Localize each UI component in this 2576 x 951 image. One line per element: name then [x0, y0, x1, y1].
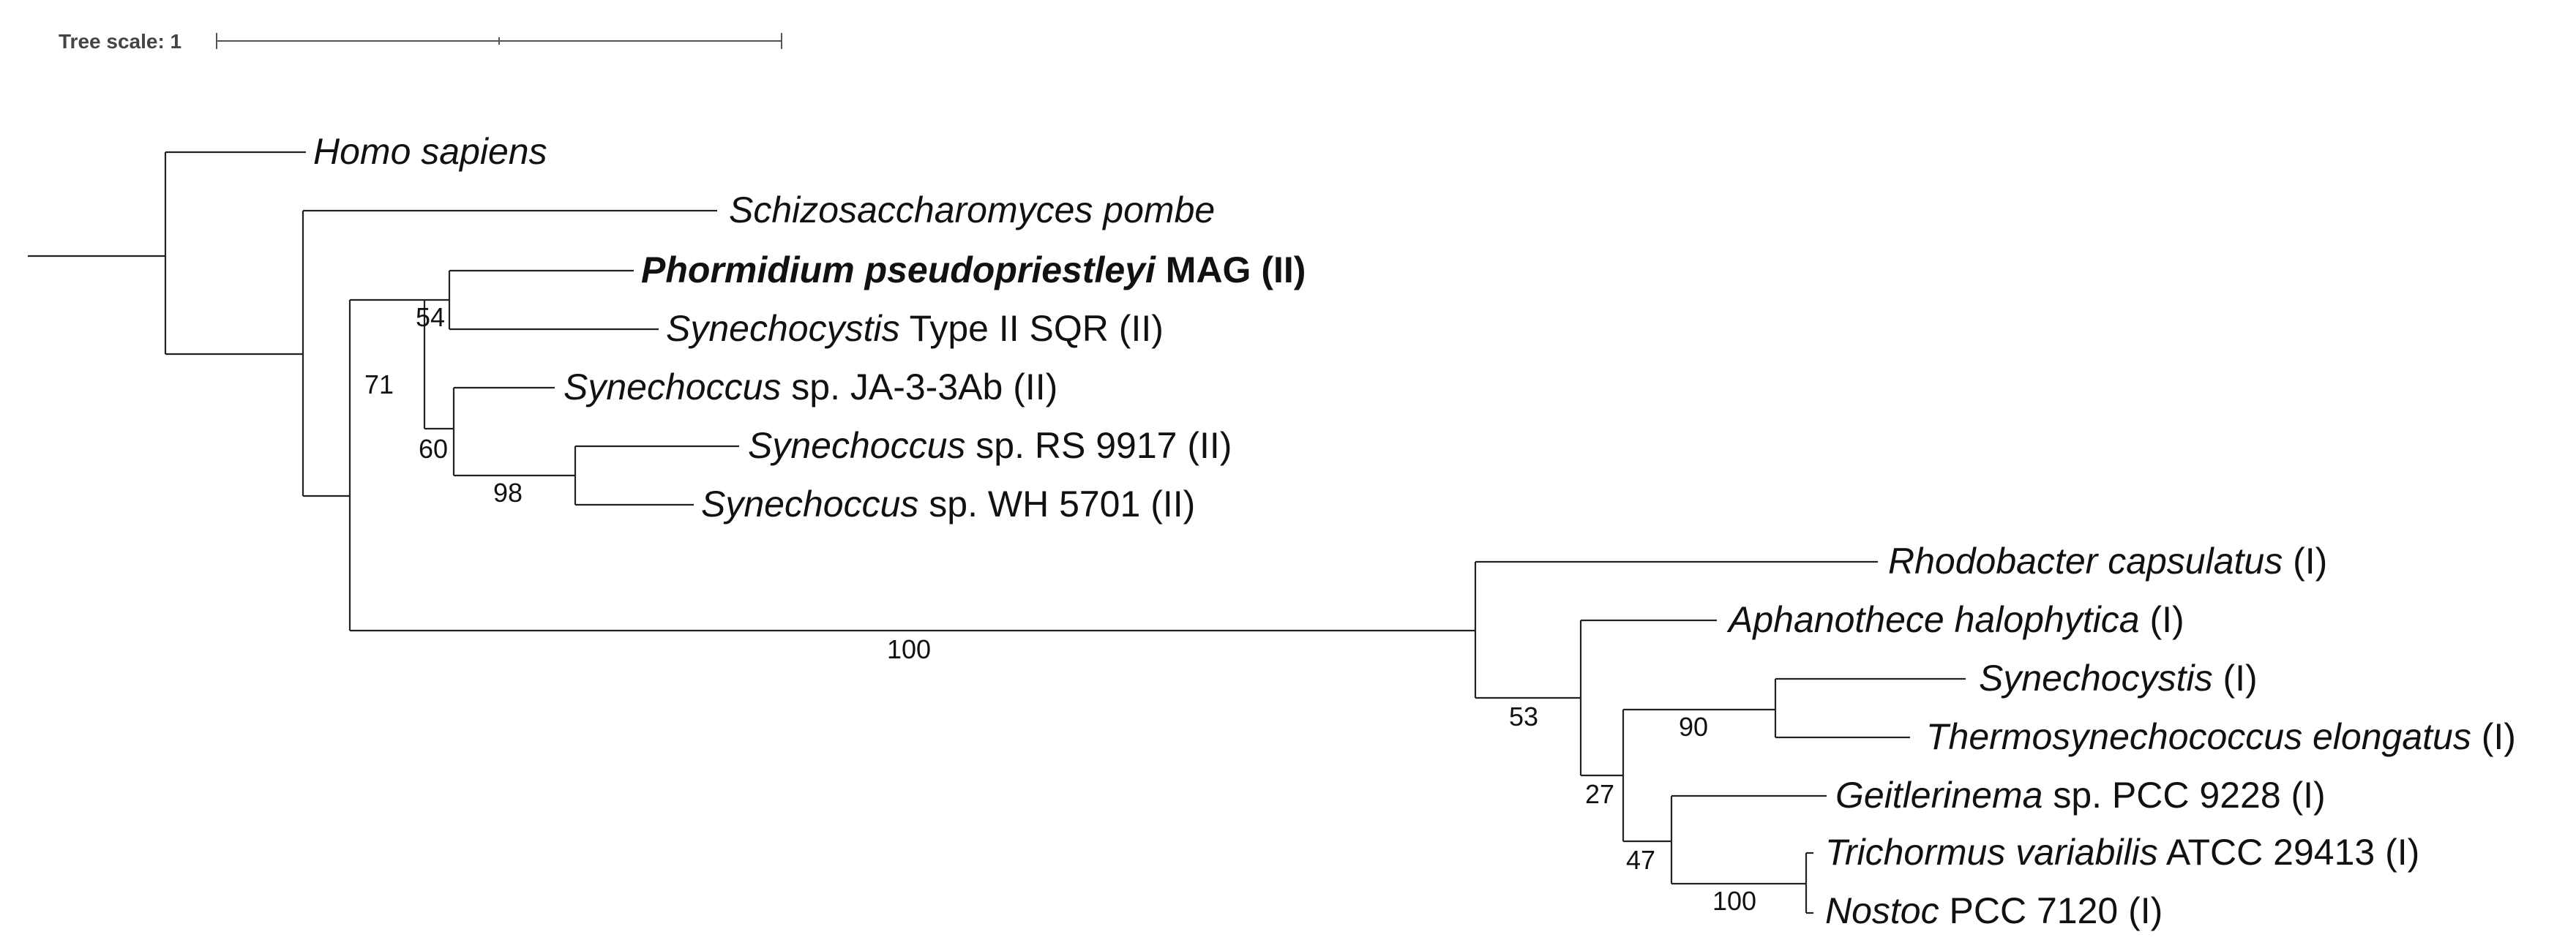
leaf-label-part: Homo sapiens	[313, 131, 547, 172]
leaf-label-wh5701: Synechoccus sp. WH 5701 (II)	[701, 484, 1195, 525]
support-values: 54 71 60 98 100 53 27 90 47 100	[364, 302, 1756, 916]
leaf-label-part: sp. PCC 9228 (I)	[2043, 775, 2325, 816]
leaf-label-rhodobacter: Rhodobacter capsulatus (I)	[1888, 541, 2327, 582]
leaf-label-trichormus: Trichormus variabilis ATCC 29413 (I)	[1825, 832, 2419, 873]
leaf-label-synechocystis-I: Synechocystis (I)	[1979, 658, 2258, 699]
leaf-label-schizosaccharomyces: Schizosaccharomyces pombe	[729, 189, 1215, 230]
leaf-label-part: sp. WH 5701 (II)	[918, 484, 1195, 525]
leaf-label-part: sp. JA-3-3Ab (II)	[781, 367, 1057, 407]
leaf-label-part: Synechocystis	[1979, 658, 2213, 699]
leaf-label-part: Type II SQR (II)	[900, 308, 1164, 349]
support-value-trich-nostoc: 100	[1712, 886, 1756, 916]
leaf-label-part: MAG (II)	[1156, 249, 1306, 290]
leaf-label-part: Synechoccus	[748, 425, 965, 466]
support-value-syn-thermo: 90	[1679, 712, 1708, 742]
leaf-label-homo-sapiens: Homo sapiens	[313, 131, 547, 172]
leaf-label-part: Geitlerinema	[1835, 775, 2043, 816]
tree-scale: Tree scale: 1	[59, 30, 782, 53]
leaf-label-part: Thermosynechococcus elongatus	[1926, 716, 2471, 757]
leaf-label-part: Trichormus variabilis	[1825, 832, 2158, 873]
leaf-label-part: Synechoccus	[701, 484, 918, 525]
leaf-label-part: sp. RS 9917 (II)	[965, 425, 1232, 466]
leaf-label-part: Rhodobacter capsulatus	[1888, 541, 2283, 582]
leaf-label-part: (I)	[2140, 599, 2184, 640]
leaf-label-part: PCC 7120 (I)	[1939, 890, 2163, 931]
leaf-label-part: Nostoc	[1825, 890, 1939, 931]
leaf-label-part: (I)	[2283, 541, 2327, 582]
leaf-label-part: Synechoccus	[564, 367, 781, 407]
support-value-typeI-clade: 53	[1509, 702, 1538, 732]
leaf-label-part: Synechocystis	[666, 308, 900, 349]
support-value-synechoccus-clade: 60	[419, 434, 448, 464]
leaf-label-synechocystis-II: Synechocystis Type II SQR (II)	[666, 308, 1164, 349]
tree-branches	[28, 151, 1966, 914]
support-value-rs-wh: 98	[493, 478, 523, 508]
support-value-phorm-syn: 54	[416, 302, 445, 332]
support-value-cyano-I: 27	[1585, 779, 1614, 809]
leaf-label-thermosynechococcus: Thermosynechococcus elongatus (I)	[1926, 716, 2516, 757]
support-value-geit-clade: 47	[1626, 845, 1655, 875]
leaf-label-ja3: Synechoccus sp. JA-3-3Ab (II)	[564, 367, 1057, 407]
leaf-label-part: (I)	[2471, 716, 2516, 757]
leaf-label-nostoc: Nostoc PCC 7120 (I)	[1825, 890, 2163, 931]
leaf-label-part: Aphanothece halophytica	[1726, 599, 2140, 640]
tree-scale-label: Tree scale: 1	[59, 30, 181, 53]
support-value-typeII-clade: 71	[364, 369, 394, 399]
leaf-label-aphanothece: Aphanothece halophytica (I)	[1726, 599, 2184, 640]
leaf-label-rs9917: Synechoccus sp. RS 9917 (II)	[748, 425, 1232, 466]
leaf-label-part: ATCC 29413 (I)	[2158, 832, 2420, 873]
support-value-typeI-stem: 100	[887, 634, 931, 664]
leaf-label-geitlerinema: Geitlerinema sp. PCC 9228 (I)	[1835, 775, 2326, 816]
leaf-labels: Homo sapiens Schizosaccharomyces pombe P…	[313, 131, 2516, 931]
leaf-label-part: (I)	[2213, 658, 2258, 699]
leaf-label-part: Schizosaccharomyces pombe	[729, 189, 1215, 230]
leaf-label-phormidium: Phormidium pseudopriestleyi MAG (II)	[641, 249, 1306, 290]
leaf-label-part: Phormidium pseudopriestleyi	[641, 249, 1156, 290]
